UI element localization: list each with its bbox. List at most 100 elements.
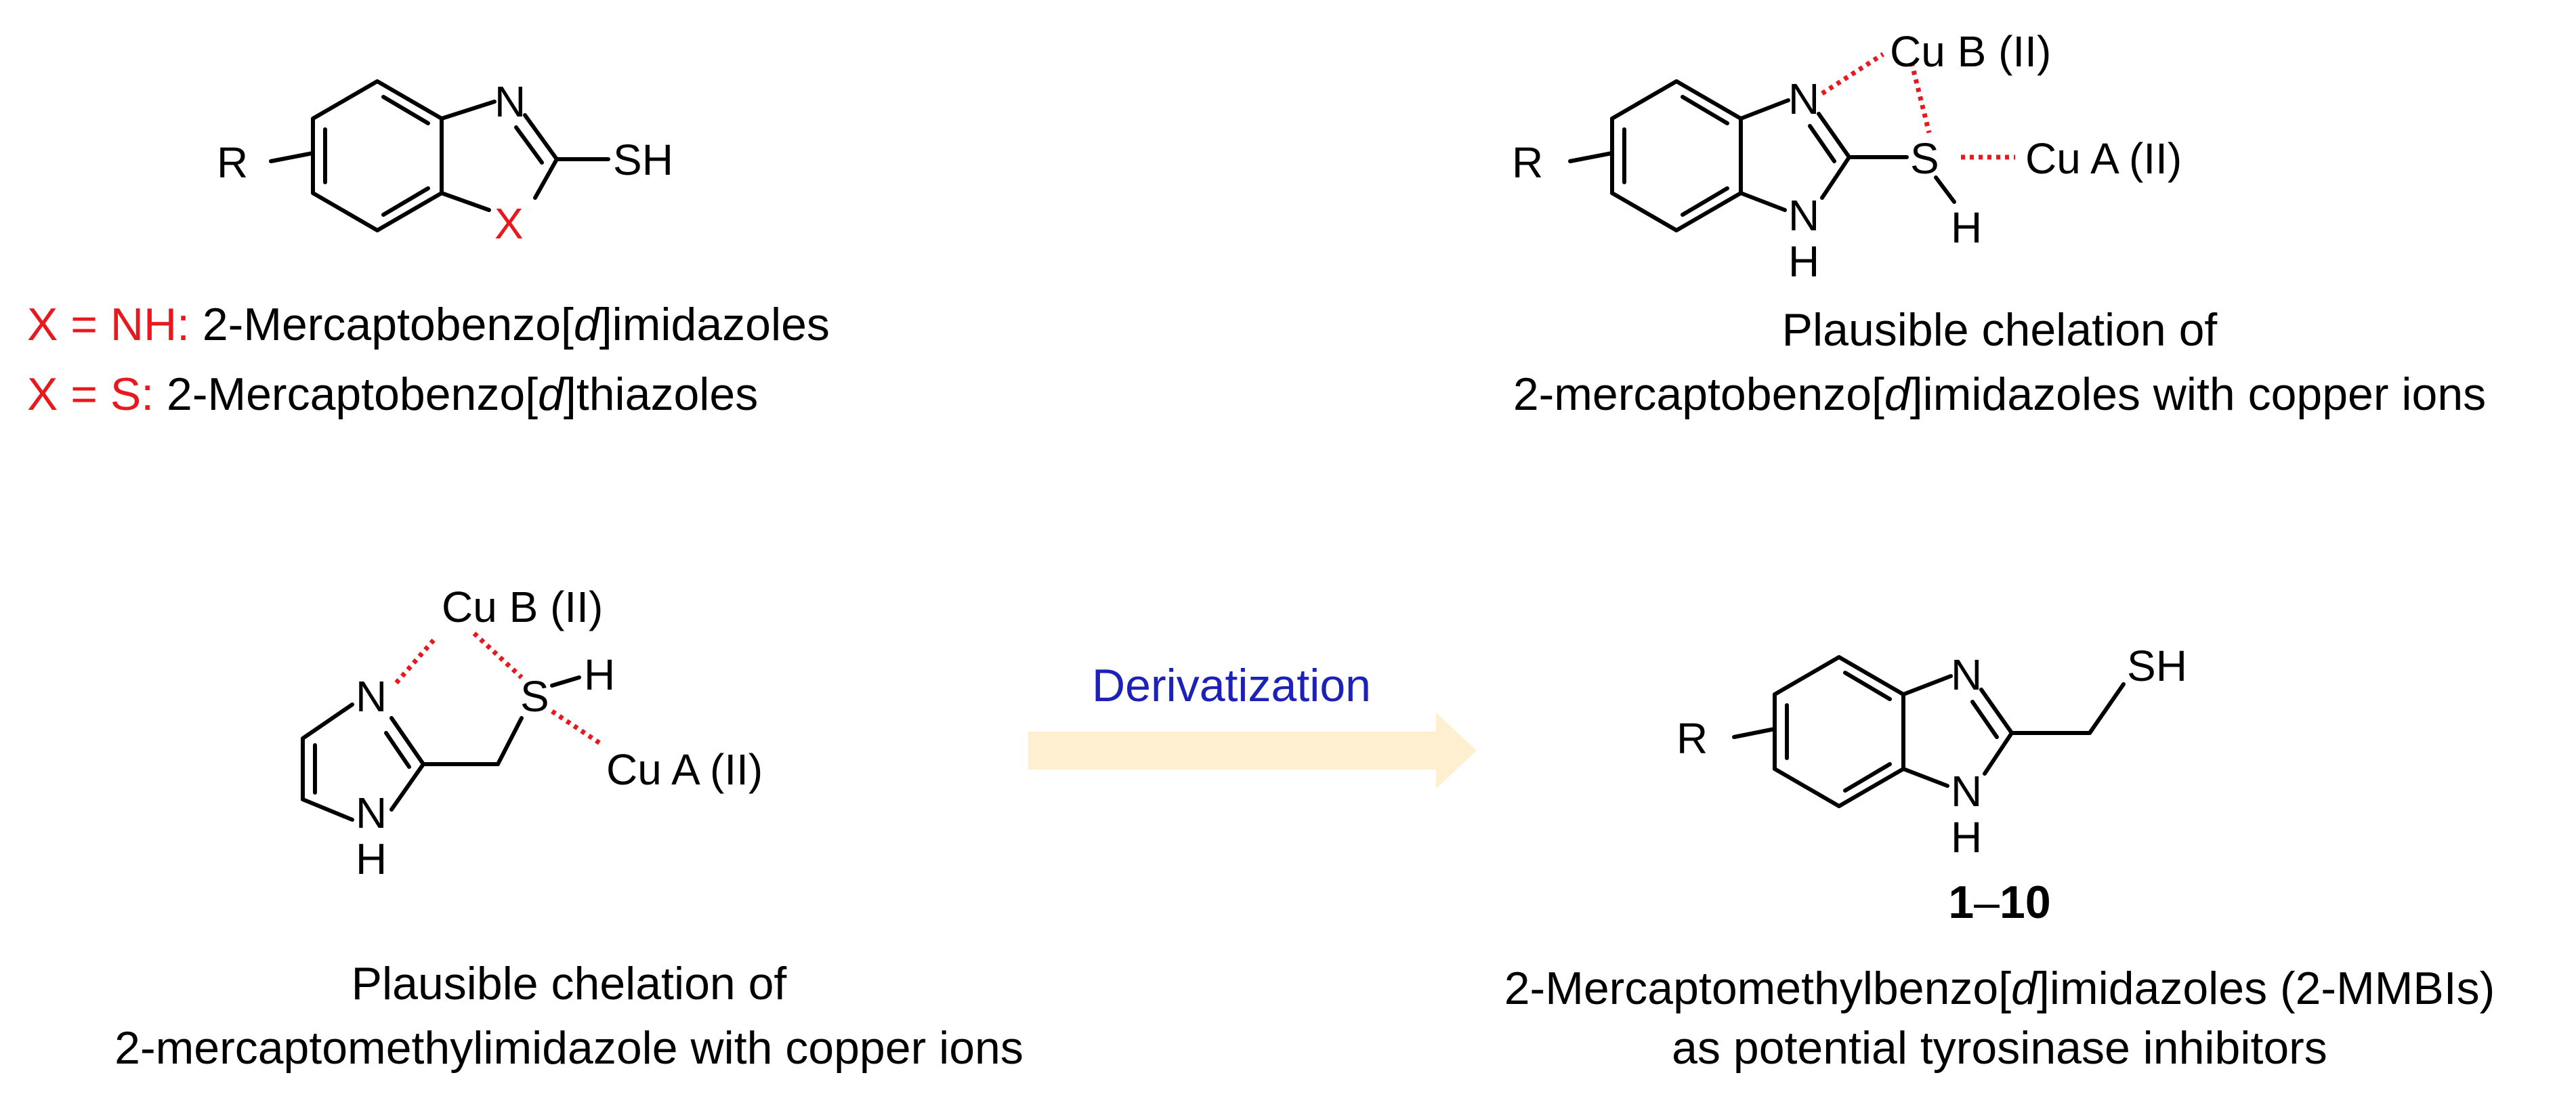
atom-n: N xyxy=(1788,75,1819,123)
atom-nh-h: H xyxy=(356,835,387,883)
atom-n: N xyxy=(356,672,387,721)
ch2-s-bond xyxy=(496,716,524,766)
caption-italic: d xyxy=(2011,963,2038,1014)
atom-nh-h: H xyxy=(1951,813,1982,862)
atom-s: S xyxy=(520,672,549,721)
benzene-ring-bonds xyxy=(1610,79,1743,232)
atom-n: N xyxy=(1951,650,1982,699)
atom-sh: SH xyxy=(2127,642,2187,690)
atom-sh-h: H xyxy=(1951,203,1982,252)
ring-double-bond xyxy=(1808,124,1836,163)
ring-bond xyxy=(1820,155,1851,200)
cu-a-label: Cu A (II) xyxy=(2025,134,2182,183)
ring-bond xyxy=(301,797,354,822)
atom-r: R xyxy=(1676,714,1708,763)
bottom-left-caption-line1: Plausible chelation of xyxy=(352,958,787,1009)
legend-italic: d xyxy=(538,369,565,420)
atom-sh-h: H xyxy=(584,650,615,699)
benzazole-structure: R N X SH xyxy=(217,77,673,248)
atom-s: S xyxy=(1910,134,1939,183)
ring-bond xyxy=(1983,731,2014,776)
legend-name-end: ]imidazoles xyxy=(599,299,830,350)
ring-bond xyxy=(440,100,497,121)
benzene-inner-bond xyxy=(1843,762,1892,793)
ring-bond xyxy=(1739,191,1787,212)
r-bond xyxy=(1732,727,1777,739)
ring-double-bond xyxy=(1970,700,1999,739)
mmbi-structure: R N N H SH xyxy=(1676,642,2187,862)
compound-end: 10 xyxy=(2000,877,2051,928)
ring-bond xyxy=(1739,98,1790,121)
atom-r: R xyxy=(1512,138,1543,187)
atom-nh-n: N xyxy=(1788,191,1819,240)
cu-a-label: Cu A (II) xyxy=(606,745,763,794)
ring-bond xyxy=(389,716,425,766)
derivatization-arrow: Derivatization xyxy=(1028,660,1477,789)
bottom-right-caption-line1: 2-Mercaptomethylbenzo[d]imidazoles (2-MM… xyxy=(1504,963,2495,1014)
ring-double-bond xyxy=(384,731,411,769)
compound-numbers: 1–10 xyxy=(1948,877,2050,928)
legend-line-thiazoles: X = S: 2-Mercaptobenzo[d]thiazoles xyxy=(27,369,758,420)
s-cu-b-coordination xyxy=(1909,62,1932,133)
caption-part: 2-Mercaptomethylbenzo[ xyxy=(1504,963,2011,1014)
atom-nh-n: N xyxy=(356,789,387,837)
atom-r: R xyxy=(217,138,248,187)
caption-part: 2-mercaptobenzo[ xyxy=(1513,369,1884,420)
compound-dash: – xyxy=(1974,877,2000,928)
atom-nh-n: N xyxy=(1951,767,1982,816)
s-cu-a-coordination xyxy=(551,709,604,747)
ring-bond xyxy=(440,191,491,212)
n-cu-coordination xyxy=(1821,52,1884,96)
top-right-caption-line2: 2-mercaptobenzo[d]imidazoles with copper… xyxy=(1513,369,2486,420)
imidazole-chelation-structure: N N H S H Cu B (II) Cu A (II) xyxy=(301,583,763,883)
legend-name: 2-Mercaptobenzo[ xyxy=(154,369,538,420)
atom-n: N xyxy=(494,77,526,126)
s-cu-b-coordination xyxy=(472,631,524,679)
arrow-shape xyxy=(1028,713,1477,789)
legend-italic: d xyxy=(574,299,601,350)
ring-bond xyxy=(1901,767,1949,788)
legend-name: 2-Mercaptobenzo[ xyxy=(190,299,574,350)
cu-b-label: Cu B (II) xyxy=(1890,27,2051,76)
top-right-caption-line1: Plausible chelation of xyxy=(1782,304,2218,356)
ring-bond xyxy=(523,113,559,161)
ch2-sh-bond xyxy=(2088,682,2126,735)
caption-italic: d xyxy=(1884,369,1912,420)
benzimidazole-chelation-structure: R N N H S H Cu B (II) Cu A (II) xyxy=(1512,27,2182,286)
benzene-ring-bonds xyxy=(1773,655,1905,808)
benzazole-legend: X = NH: 2-Mercaptobenzo[d]imidazoles X =… xyxy=(27,299,830,420)
benzene-inner-bond xyxy=(1681,186,1729,217)
benzene-ring-bonds xyxy=(311,79,444,232)
caption-part-end: ]imidazoles with copper ions xyxy=(1910,369,2486,420)
legend-prefix: X = S: xyxy=(27,369,154,420)
bottom-left-caption-line2: 2-mercaptomethylimidazole with copper io… xyxy=(114,1022,1023,1074)
legend-prefix: X = NH: xyxy=(27,299,190,350)
benzene-inner-bond xyxy=(381,95,430,125)
ring-double-bond xyxy=(514,125,544,165)
benzene-inner-bond xyxy=(1843,671,1892,701)
bottom-right-caption-line2: as potential tyrosinase inhibitors xyxy=(1672,1022,2327,1074)
legend-name-end: ]thiazoles xyxy=(564,369,758,420)
ring-bond xyxy=(1901,674,1953,696)
sh-bond xyxy=(550,675,581,688)
r-bond xyxy=(269,151,315,163)
arrow-label: Derivatization xyxy=(1092,660,1371,711)
legend-line-imidazoles: X = NH: 2-Mercaptobenzo[d]imidazoles xyxy=(27,299,830,350)
ring-bond xyxy=(1817,112,1851,159)
ring-bond xyxy=(533,157,559,200)
sh-bond xyxy=(1934,175,1956,204)
r-bond xyxy=(1568,151,1614,163)
atom-x: X xyxy=(494,199,524,248)
ring-bond xyxy=(389,762,425,812)
cu-b-label: Cu B (II) xyxy=(442,583,603,631)
ring-bond xyxy=(301,703,354,740)
caption-part-end: ]imidazoles (2-MMBIs) xyxy=(2037,963,2495,1014)
compound-start: 1 xyxy=(1948,877,1974,928)
atom-nh-h: H xyxy=(1788,237,1819,286)
atom-sh: SH xyxy=(613,135,673,184)
ring-bond xyxy=(1979,688,2014,735)
n-cu-coordination xyxy=(394,638,436,685)
benzene-inner-bond xyxy=(1681,95,1729,125)
benzene-inner-bond xyxy=(381,186,430,217)
